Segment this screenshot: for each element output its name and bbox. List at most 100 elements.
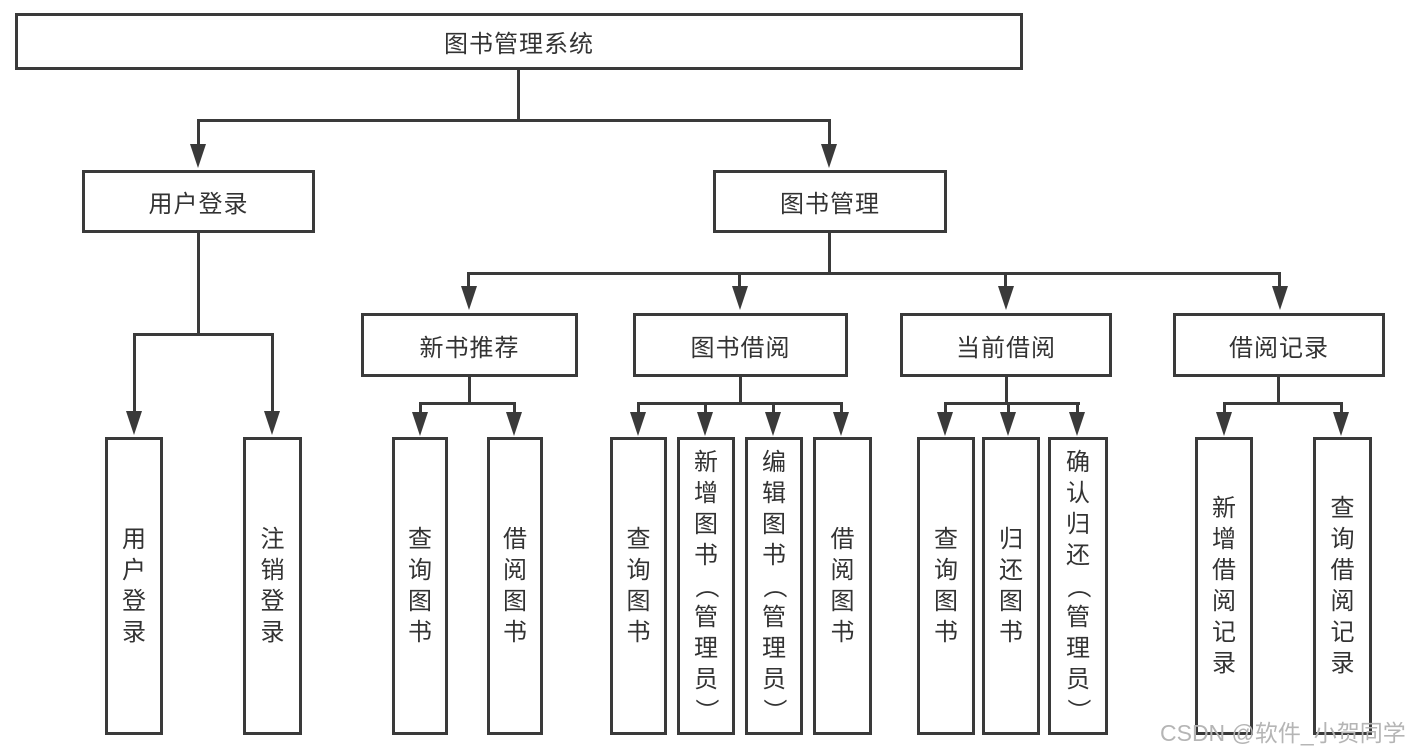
- vertical-char: 员: [694, 665, 718, 693]
- connector-bookborrow-hbar: [637, 402, 843, 405]
- vertical-char: 还: [1066, 541, 1090, 569]
- vertical-char: 阅: [503, 557, 527, 584]
- vertical-char: 书: [694, 541, 718, 569]
- node-borrow-records: 借阅记录: [1173, 313, 1385, 377]
- leaf-query-borrow-record: 查询借阅记录: [1313, 437, 1372, 735]
- vertical-char: 确: [1066, 448, 1090, 476]
- vertical-char: 查: [1330, 495, 1355, 522]
- arrow-down-icon: [697, 412, 713, 436]
- vertical-char: 还: [999, 557, 1023, 584]
- leaf-query-books-3: 查询图书: [917, 437, 975, 735]
- arrow-down-icon: [506, 412, 522, 436]
- leaf-query-books-1: 查询图书: [392, 437, 448, 735]
- vertical-char: 记: [1212, 619, 1236, 646]
- connector-userlogin-drop-2: [271, 333, 274, 413]
- vertical-char: ）: [760, 698, 788, 722]
- vertical-char: 书: [408, 619, 432, 646]
- arrow-down-icon: [412, 412, 428, 436]
- connector-bookborrow-drop-4: [840, 402, 843, 414]
- node-book-borrow-label: 图书借阅: [690, 334, 791, 362]
- vertical-char: 询: [934, 557, 958, 584]
- connector-records-drop-2: [1340, 402, 1343, 414]
- csdn-watermark: CSDN @软件_小贺同学: [1160, 720, 1405, 746]
- vertical-char: 书: [762, 541, 786, 569]
- arrow-down-icon: [1333, 412, 1349, 436]
- vertical-char: 认: [1066, 479, 1090, 507]
- vertical-char: 增: [694, 479, 718, 507]
- vertical-char: 录: [122, 619, 146, 646]
- arrow-down-icon: [190, 144, 206, 168]
- vertical-char: 新: [694, 448, 718, 476]
- vertical-char: 询: [408, 557, 432, 584]
- connector-root-drop-right: [828, 119, 831, 149]
- vertical-char: 查: [934, 526, 958, 553]
- vertical-char: 增: [1212, 526, 1236, 553]
- vertical-char: 管: [1066, 603, 1090, 631]
- arrow-down-icon: [1069, 412, 1085, 436]
- arrow-down-icon: [1000, 412, 1016, 436]
- vertical-char: 录: [1330, 650, 1355, 677]
- vertical-char: （: [760, 574, 788, 598]
- vertical-char: 登: [122, 588, 146, 615]
- vertical-char: 图: [934, 588, 958, 615]
- vertical-char: 图: [762, 510, 786, 538]
- vertical-char: 管: [762, 603, 786, 631]
- node-book-borrow: 图书借阅: [633, 313, 848, 377]
- vertical-char: 书: [934, 619, 958, 646]
- arrow-down-icon: [126, 411, 142, 435]
- connector-bookborrow-drop-3: [772, 402, 775, 414]
- connector-newbook-stem: [468, 377, 471, 405]
- arrow-down-icon: [765, 412, 781, 436]
- vertical-char: 辑: [762, 479, 786, 507]
- vertical-char: 书: [503, 619, 527, 646]
- vertical-char: 查: [408, 526, 432, 553]
- node-user-login-branch-label: 用户登录: [148, 191, 249, 218]
- vertical-char: 借: [830, 526, 855, 553]
- leaf-edit-books-admin: 编辑图书（管理员）: [745, 437, 803, 735]
- connector-records-drop-1: [1223, 402, 1226, 414]
- connector-bookmgmt-drop-4: [1278, 272, 1281, 289]
- vertical-char: 销: [260, 557, 285, 584]
- arrow-down-icon: [937, 412, 953, 436]
- vertical-char: 用: [122, 526, 146, 553]
- vertical-char: 管: [694, 603, 718, 631]
- connector-currentborrow-hbar: [944, 402, 1080, 405]
- connector-newbook-drop-1: [419, 402, 422, 414]
- vertical-char: （: [1064, 574, 1092, 598]
- node-borrow-records-label: 借阅记录: [1229, 334, 1329, 362]
- connector-currentborrow-drop-1: [944, 402, 947, 414]
- vertical-char: 注: [260, 526, 285, 553]
- vertical-char: 理: [694, 634, 718, 662]
- vertical-char: 书: [830, 619, 855, 646]
- node-new-book-recommend-label: 新书推荐: [419, 334, 520, 362]
- leaf-borrow-books-2: 借阅图书: [813, 437, 872, 735]
- vertical-char: 询: [1330, 526, 1355, 553]
- connector-root-hbar: [197, 119, 831, 122]
- connector-root-stem: [517, 69, 520, 122]
- vertical-char: ）: [692, 698, 720, 722]
- vertical-char: 录: [1212, 650, 1236, 677]
- arrow-down-icon: [630, 412, 646, 436]
- connector-bookmgmt-drop-2: [738, 272, 741, 289]
- connector-bookmgmt-drop-1: [467, 272, 470, 289]
- arrow-down-icon: [732, 286, 748, 310]
- connector-userlogin-hbar: [133, 333, 274, 336]
- arrow-down-icon: [821, 144, 837, 168]
- arrow-down-icon: [1272, 286, 1288, 310]
- node-root-label: 图书管理系统: [444, 31, 594, 58]
- vertical-char: 图: [694, 510, 718, 538]
- vertical-char: 书: [999, 619, 1023, 646]
- node-current-borrow-label: 当前借阅: [956, 334, 1056, 362]
- vertical-char: 阅: [1330, 588, 1355, 615]
- vertical-char: 新: [1212, 495, 1236, 522]
- vertical-char: 借: [503, 526, 527, 553]
- vertical-char: 图: [503, 588, 527, 615]
- connector-bookmgmt-stem: [828, 233, 831, 274]
- vertical-char: 查: [626, 526, 651, 553]
- vertical-char: 图: [999, 588, 1023, 615]
- vertical-char: 图: [626, 588, 651, 615]
- connector-userlogin-drop-1: [133, 333, 136, 413]
- vertical-char: 询: [626, 557, 651, 584]
- arrow-down-icon: [1216, 412, 1232, 436]
